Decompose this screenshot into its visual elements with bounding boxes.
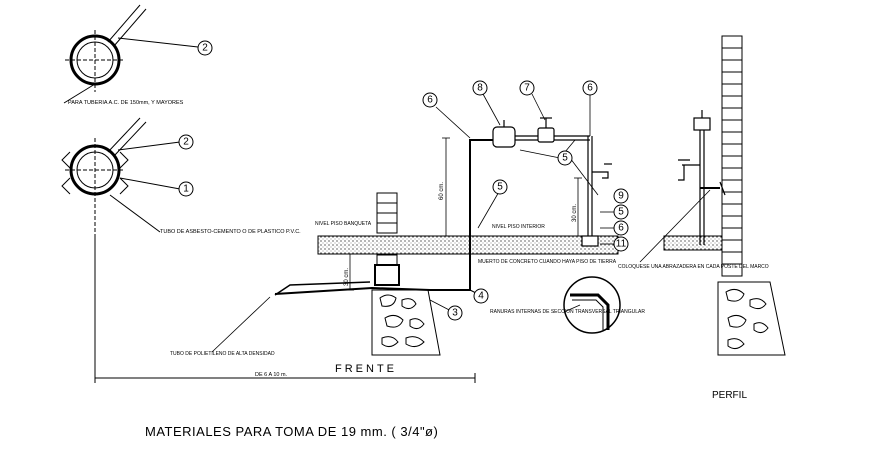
note-pipe-ac: PARA TUBERIA A.C. DE 150mm, Y MAYORES — [68, 100, 184, 106]
callout-6-a-label: 6 — [427, 95, 433, 106]
dimension-30-right — [574, 177, 582, 236]
ground-line — [274, 281, 371, 296]
callout-5-a-label: 5 — [497, 182, 503, 193]
callout-11-label: 11 — [616, 239, 627, 250]
dimension-30-left — [346, 253, 354, 291]
callout-7-label: 7 — [524, 83, 530, 94]
callout-7 — [519, 80, 535, 96]
dim-60-label: 60 cm. — [439, 182, 445, 200]
note-polyethylene: TUBO DE POLIETILENO DE ALTA DENSIDAD — [170, 351, 275, 357]
callout-5-b — [557, 150, 573, 166]
callout-8 — [472, 80, 488, 96]
callout-4 — [473, 288, 489, 304]
callout-6-b-label: 6 — [587, 83, 593, 94]
callout-6-a — [422, 92, 438, 108]
distance-dimension — [94, 373, 476, 383]
sidewalk-slab — [317, 235, 619, 255]
callout-6-c — [613, 220, 629, 236]
note-clamp: COLOQUESE UNA ABRAZADERA EN CADA POSTE D… — [618, 264, 769, 270]
note-distance: DE 6 A 10 m. — [255, 372, 288, 378]
dim-30-right-label: 30 cm. — [572, 204, 578, 222]
stone-foundation-profile — [717, 281, 786, 356]
groove-detail — [563, 276, 621, 334]
callout-2-bottom-label: 2 — [183, 137, 189, 148]
callout-6-c-label: 6 — [618, 223, 624, 234]
callout-4-label: 4 — [478, 291, 484, 302]
pipe-section-detail-bottom — [61, 117, 181, 235]
dimension-60 — [442, 137, 450, 236]
service-pipe — [274, 139, 495, 295]
callout-5-a — [492, 179, 508, 195]
view-label-frente: FRENTE — [335, 363, 397, 375]
callout-1-label: 1 — [183, 184, 189, 195]
note-concrete: MUERTO DE CONCRETO CUANDO HAYA PISO DE T… — [478, 259, 617, 265]
callout-6-b — [582, 80, 598, 96]
callout-3 — [447, 305, 463, 321]
note-sidewalk: NIVEL PISO BANQUETA — [315, 221, 372, 227]
profile-slab — [663, 235, 725, 251]
callout-2-bottom — [178, 134, 194, 150]
pipe-section-detail-top — [63, 4, 199, 104]
stone-foundation-front — [371, 289, 441, 356]
callouts-front — [422, 80, 629, 321]
callout-5-b-label: 5 — [562, 153, 568, 164]
callout-11 — [613, 236, 629, 252]
callout-8-label: 8 — [477, 83, 483, 94]
callout-2-top-label: 2 — [202, 43, 208, 54]
note-grooves: RANURAS INTERNAS DE SECCION TRANSVERSAL … — [490, 309, 645, 315]
meter-assembly — [492, 117, 612, 247]
note-interior: NIVEL PISO INTERIOR — [492, 224, 545, 230]
view-label-perfil: PERFIL — [712, 390, 747, 401]
callout-5-c-label: 5 — [618, 207, 624, 218]
callout-9-label: 9 — [618, 191, 624, 202]
note-pipe-asbestos: TUBO DE ASBESTO-CEMENTO O DE PLASTICO P.… — [160, 229, 301, 235]
profile-riser — [678, 110, 726, 245]
brick-wall-profile — [721, 35, 743, 277]
dim-30-left-label: 30 cm. — [344, 268, 350, 286]
callout-1 — [178, 181, 194, 197]
leader-clamp — [639, 189, 711, 263]
callout-2-top — [197, 40, 213, 56]
leaders-front — [211, 93, 615, 353]
callout-5-c — [613, 204, 629, 220]
callout-3-label: 3 — [452, 308, 458, 319]
drawing-title: MATERIALES PARA TOMA DE 19 mm. ( 3/4"ø) — [145, 424, 438, 439]
brick-wall-front — [374, 192, 400, 286]
callout-9 — [613, 188, 629, 204]
